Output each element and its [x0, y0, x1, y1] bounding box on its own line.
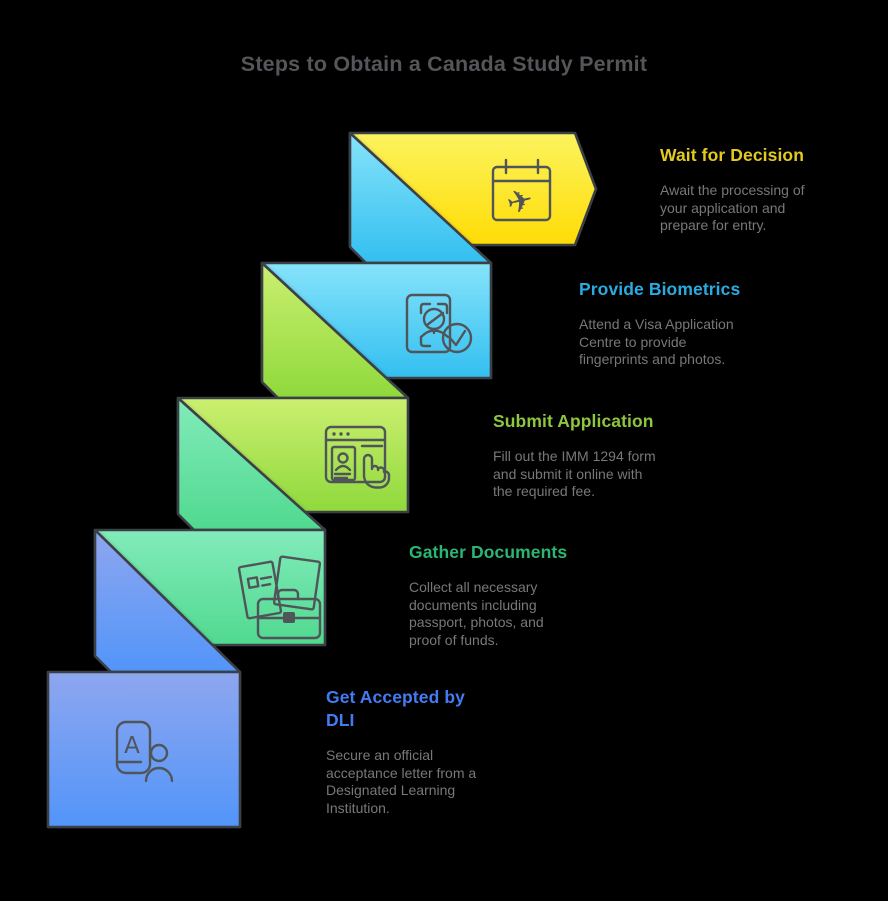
step-description: Secure an official acceptance letter fro…: [326, 747, 477, 816]
step-shape-get-accepted: [46, 670, 242, 829]
step-description: Attend a Visa Application Centre to prov…: [579, 316, 734, 367]
step-text-gather-documents: Gather Documents Collect all necessary d…: [409, 541, 574, 649]
step-heading: Get Accepted by DLI: [326, 687, 465, 730]
documents-briefcase-icon: [237, 555, 322, 640]
step-text-get-accepted: Get Accepted by DLI Secure an official a…: [326, 686, 491, 817]
step-description: Await the processing of your application…: [660, 182, 805, 233]
step-heading: Wait for Decision: [660, 145, 804, 165]
step-text-wait-for-decision: Wait for Decision Await the processing o…: [660, 144, 832, 235]
step-description: Fill out the IMM 1294 form and submit it…: [493, 448, 656, 499]
page-title: Steps to Obtain a Canada Study Permit: [240, 52, 648, 76]
step-heading: Provide Biometrics: [579, 279, 741, 299]
step-heading: Gather Documents: [409, 542, 568, 562]
step-heading: Submit Application: [493, 411, 654, 431]
step-description: Collect all necessary documents includin…: [409, 579, 544, 648]
letter-a-glyph: A: [124, 733, 140, 759]
step-text-submit-application: Submit Application Fill out the IMM 1294…: [493, 410, 665, 501]
acceptance-card-icon: A: [115, 720, 174, 783]
online-form-icon: [324, 425, 391, 489]
biometrics-scan-icon: [405, 293, 473, 354]
step-text-provide-biometrics: Provide Biometrics Attend a Visa Applica…: [579, 278, 759, 369]
